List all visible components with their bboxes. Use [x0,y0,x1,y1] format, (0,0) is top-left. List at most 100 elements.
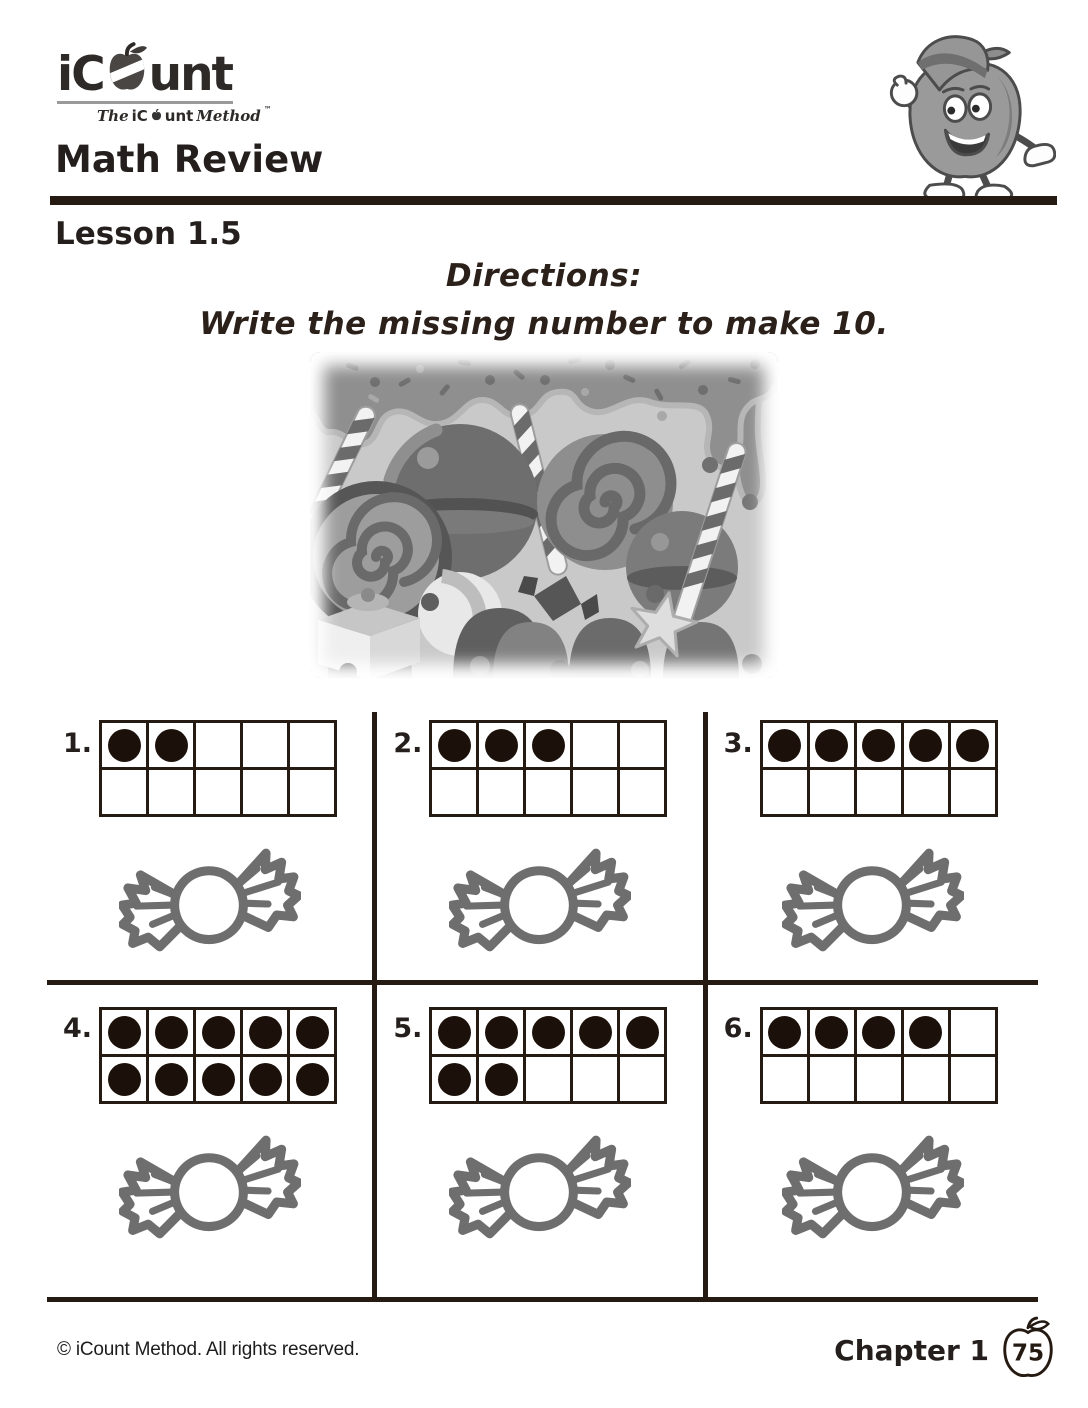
ten-frame-cell [903,1010,948,1054]
ten-frame-cell [762,770,807,814]
problems-grid: 1. 2. [47,712,1038,1302]
ten-frame-cell [290,1057,334,1101]
icount-logo: iC unt The iC [57,42,272,125]
ten-frame [429,720,668,817]
ten-frame-cell [762,723,807,767]
ten-frame-cell [102,770,146,814]
ten-frame-cell [950,1010,995,1054]
ten-frame-cell [149,1057,193,1101]
ten-frame-cell [432,1010,477,1054]
problem-number: 5. [393,1013,423,1044]
ten-frame [99,720,337,817]
page-number-apple-badge: 75 [999,1316,1057,1384]
counter-dot [815,728,849,762]
tagline-brand-left: iC [131,107,148,125]
ten-frame-cell [196,770,240,814]
problem-cell: 1. [47,712,378,985]
ten-frame-cell [856,723,901,767]
counter-dot [862,1015,896,1049]
problem-number: 6. [723,1013,753,1044]
lesson-title: Lesson 1.5 [55,216,242,252]
ten-frame-cell [149,770,193,814]
ten-frame-cell [809,770,854,814]
ten-frame-cell [903,1057,948,1101]
ten-frame-cell [526,1057,571,1101]
counter-dot [107,1062,141,1096]
ten-frame-cell [762,1057,807,1101]
problem-cell: 2. [377,712,708,985]
ten-frame-cell [903,770,948,814]
counter-dot [295,1062,329,1096]
brand-name-left: iC [57,47,106,102]
ten-frame-cell [903,723,948,767]
counter-dot [437,1062,471,1096]
ten-frame-cell [290,1010,334,1054]
ten-frame-cell [526,770,571,814]
counter-dot [437,1015,471,1049]
counter-dot [248,1015,282,1049]
ten-frame-cell [950,770,995,814]
ten-frame-cell [620,770,665,814]
ten-frame [759,1007,998,1104]
ten-frame-cell [102,723,146,767]
problem-cell: 6. [708,985,1038,1297]
wrapped-candy-icon [448,1135,631,1239]
problem-cell: 3. [707,712,1038,985]
counter-dot [578,1015,612,1049]
ten-frame-cell [573,770,618,814]
ten-frame-cell [526,1010,571,1054]
counter-dot [484,728,518,762]
directions-block: Directions: Write the missing number to … [0,252,1088,348]
ten-frame-cell [856,1010,901,1054]
mini-apple-icon [151,107,162,125]
counter-dot [815,1015,849,1049]
ten-frame-cell [149,723,193,767]
counter-dot [248,1062,282,1096]
ten-frame-cell [243,1057,287,1101]
candy-scene-illustration [310,352,778,678]
counter-dot [201,1062,235,1096]
trademark-symbol: ™ [263,105,272,114]
counter-dot [768,1015,802,1049]
brand-name-right: unt [148,47,234,102]
ten-frame-cell [950,723,995,767]
tagline-the: The [97,107,129,125]
apple-logo-icon [106,42,148,98]
header-rule [50,196,1057,205]
problem-cell: 5. [377,985,708,1297]
counter-dot [154,1015,188,1049]
wrapped-candy-icon [448,848,631,952]
ten-frame-cell [950,1057,995,1101]
ten-frame-cell [102,1010,146,1054]
counter-dot [625,1015,659,1049]
ten-frame-cell [762,1010,807,1054]
counter-dot [154,1062,188,1096]
ten-frame [759,720,998,817]
wrapped-candy-icon [781,1135,964,1239]
page-footer: © iCount Method. All rights reserved. Ch… [57,1316,1057,1384]
ten-frame-cell [432,723,477,767]
wrapped-candy-icon [118,848,301,952]
tagline-brand-right: unt [164,107,194,125]
problem-number: 2. [393,728,423,759]
chapter-block: Chapter 1 75 [834,1316,1057,1384]
page-title: Math Review [55,138,324,181]
ten-frame-cell [573,1010,618,1054]
counter-dot [956,728,990,762]
ten-frame-cell [809,723,854,767]
directions-instruction: Write the missing number to make 10. [199,306,889,343]
ten-frame-cell [432,1057,477,1101]
apple-mascot-illustration [878,30,1057,206]
ten-frame-cell [196,723,240,767]
ten-frame-cell [149,1010,193,1054]
tagline-method: Method [196,107,261,125]
counter-dot [909,728,943,762]
ten-frame-cell [620,1057,665,1101]
ten-frame-cell [432,770,477,814]
ten-frame-cell [243,1010,287,1054]
counter-dot [107,728,141,762]
counter-dot [862,728,896,762]
brand-name: iC unt [57,42,272,98]
ten-frame-cell [102,1057,146,1101]
